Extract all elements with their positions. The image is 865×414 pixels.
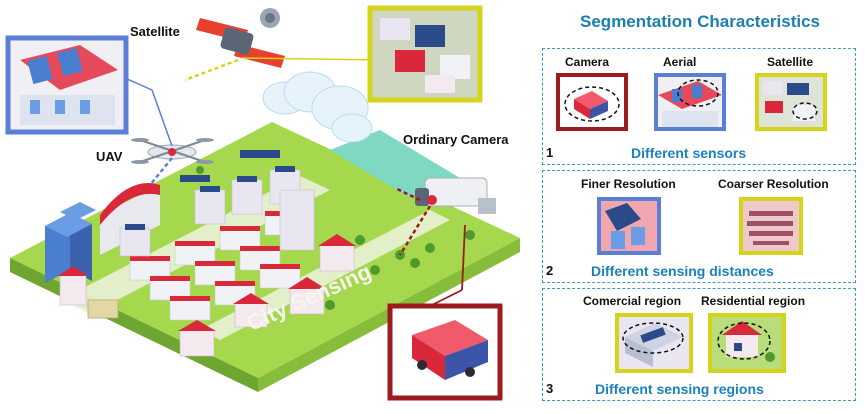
panel-regions: Comercial region Residential region 3 Di… bbox=[542, 288, 856, 401]
characteristics-panel: Segmentation Characteristics Camera Aeri… bbox=[530, 0, 865, 409]
thumb-satellite bbox=[755, 73, 827, 131]
thumb-aerial bbox=[654, 73, 726, 131]
label-coarser-resolution: Coarser Resolution bbox=[718, 177, 829, 191]
clouds bbox=[262, 71, 373, 143]
label-finer-resolution: Finer Resolution bbox=[581, 177, 676, 191]
panel-distances: Finer Resolution Coarser Resolution 2 bbox=[542, 170, 856, 283]
panel-distances-title: Different sensing distances bbox=[591, 263, 774, 279]
panel-sensors-number: 1 bbox=[546, 145, 554, 160]
characteristics-title: Segmentation Characteristics bbox=[580, 12, 820, 31]
satellite-inset-content bbox=[380, 18, 470, 93]
uav-label: UAV bbox=[96, 149, 123, 164]
thumb-residential bbox=[708, 313, 786, 373]
thumb-coarser bbox=[739, 197, 803, 255]
panel-regions-number: 3 bbox=[546, 381, 554, 396]
panel-regions-title: Different sensing regions bbox=[595, 381, 764, 397]
label-camera: Camera bbox=[565, 55, 610, 69]
label-aerial: Aerial bbox=[663, 55, 697, 69]
bus-drawing bbox=[412, 320, 488, 380]
panel-sensors-title: Different sensors bbox=[631, 145, 747, 161]
panel-sensors: Camera Aerial Satellite bbox=[542, 48, 856, 165]
thumb-comercial bbox=[615, 313, 693, 373]
thumb-camera bbox=[556, 73, 628, 131]
buildings bbox=[45, 150, 475, 357]
camera-drawing bbox=[415, 177, 496, 214]
uav-drawing bbox=[131, 138, 214, 164]
satellite-label: Satellite bbox=[130, 24, 180, 39]
label-satellite: Satellite bbox=[767, 55, 814, 69]
satellite-drawing bbox=[196, 8, 285, 68]
city-sensing-scene: Satellite UAV Ordinary Camera City Sensi… bbox=[5, 5, 520, 401]
panel-distances-number: 2 bbox=[546, 263, 554, 278]
camera-label: Ordinary Camera bbox=[403, 132, 509, 147]
label-comercial-region: Comercial region bbox=[583, 294, 682, 308]
scene-illustration bbox=[5, 5, 520, 401]
label-residential-region: Residential region bbox=[701, 294, 806, 308]
aerial-inset-content bbox=[20, 45, 118, 125]
thumb-finer bbox=[597, 197, 661, 255]
